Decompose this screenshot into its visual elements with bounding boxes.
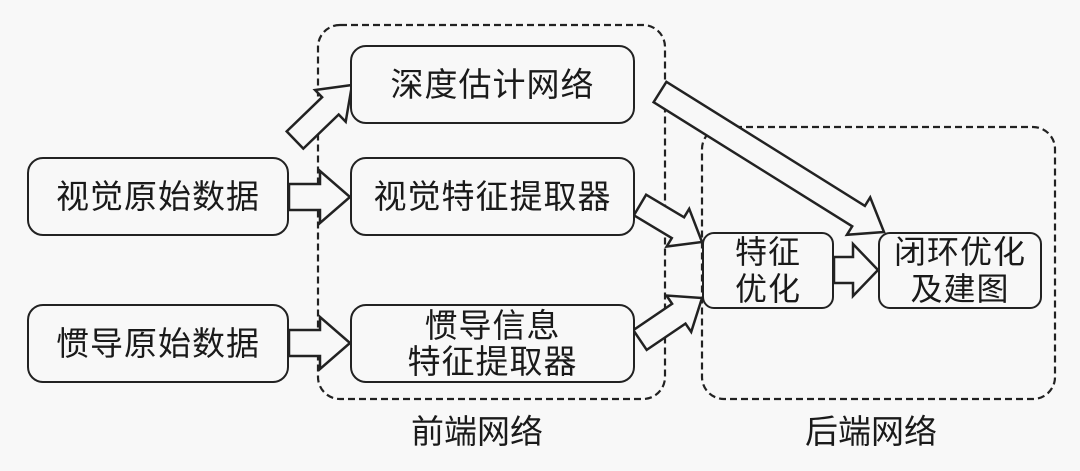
arrow-feat-opt-to-loop-closure	[832, 240, 880, 300]
node-label-line-2: 及建图	[910, 269, 1010, 308]
arrow-visual-raw-to-depth-net	[284, 83, 354, 151]
backend-group-label: 后端网络	[805, 412, 937, 451]
frontend-group-border	[316, 23, 667, 401]
node-inertial-raw-data: 惯导原始数据	[27, 304, 289, 383]
frontend-group-label: 前端网络	[411, 412, 543, 451]
node-label: 惯导原始数据	[56, 323, 260, 363]
arrow-inertial-raw-to-inertial-feat	[287, 314, 352, 372]
node-loop-closure-mapping: 闭环优化 及建图	[878, 232, 1042, 309]
node-label: 视觉特征提取器	[373, 176, 612, 216]
node-inertial-feature-extractor: 惯导信息 特征提取器	[350, 304, 635, 383]
arrow-depth-net-to-loop-closure	[651, 80, 886, 237]
node-label-line-2: 特征提取器	[407, 341, 578, 381]
arrow-visual-raw-to-visual-feat	[287, 168, 352, 226]
node-depth-estimation-network: 深度估计网络	[350, 45, 635, 124]
node-visual-feature-extractor: 视觉特征提取器	[350, 157, 635, 236]
node-feature-optimization: 特征 优化	[702, 232, 834, 309]
node-label: 深度估计网络	[390, 64, 595, 104]
backend-group-border	[700, 125, 1057, 401]
node-label-line-1: 闭环优化	[893, 232, 1026, 271]
arrow-visual-feat-to-feat-opt	[632, 192, 704, 249]
node-label-line-1: 特征	[734, 232, 801, 271]
arrow-inertial-feat-to-feat-opt	[631, 294, 704, 352]
node-label: 视觉原始数据	[56, 176, 260, 216]
node-label-line-1: 惯导信息	[424, 305, 561, 345]
node-label-line-2: 优化	[734, 269, 801, 308]
node-visual-raw-data: 视觉原始数据	[27, 157, 289, 236]
